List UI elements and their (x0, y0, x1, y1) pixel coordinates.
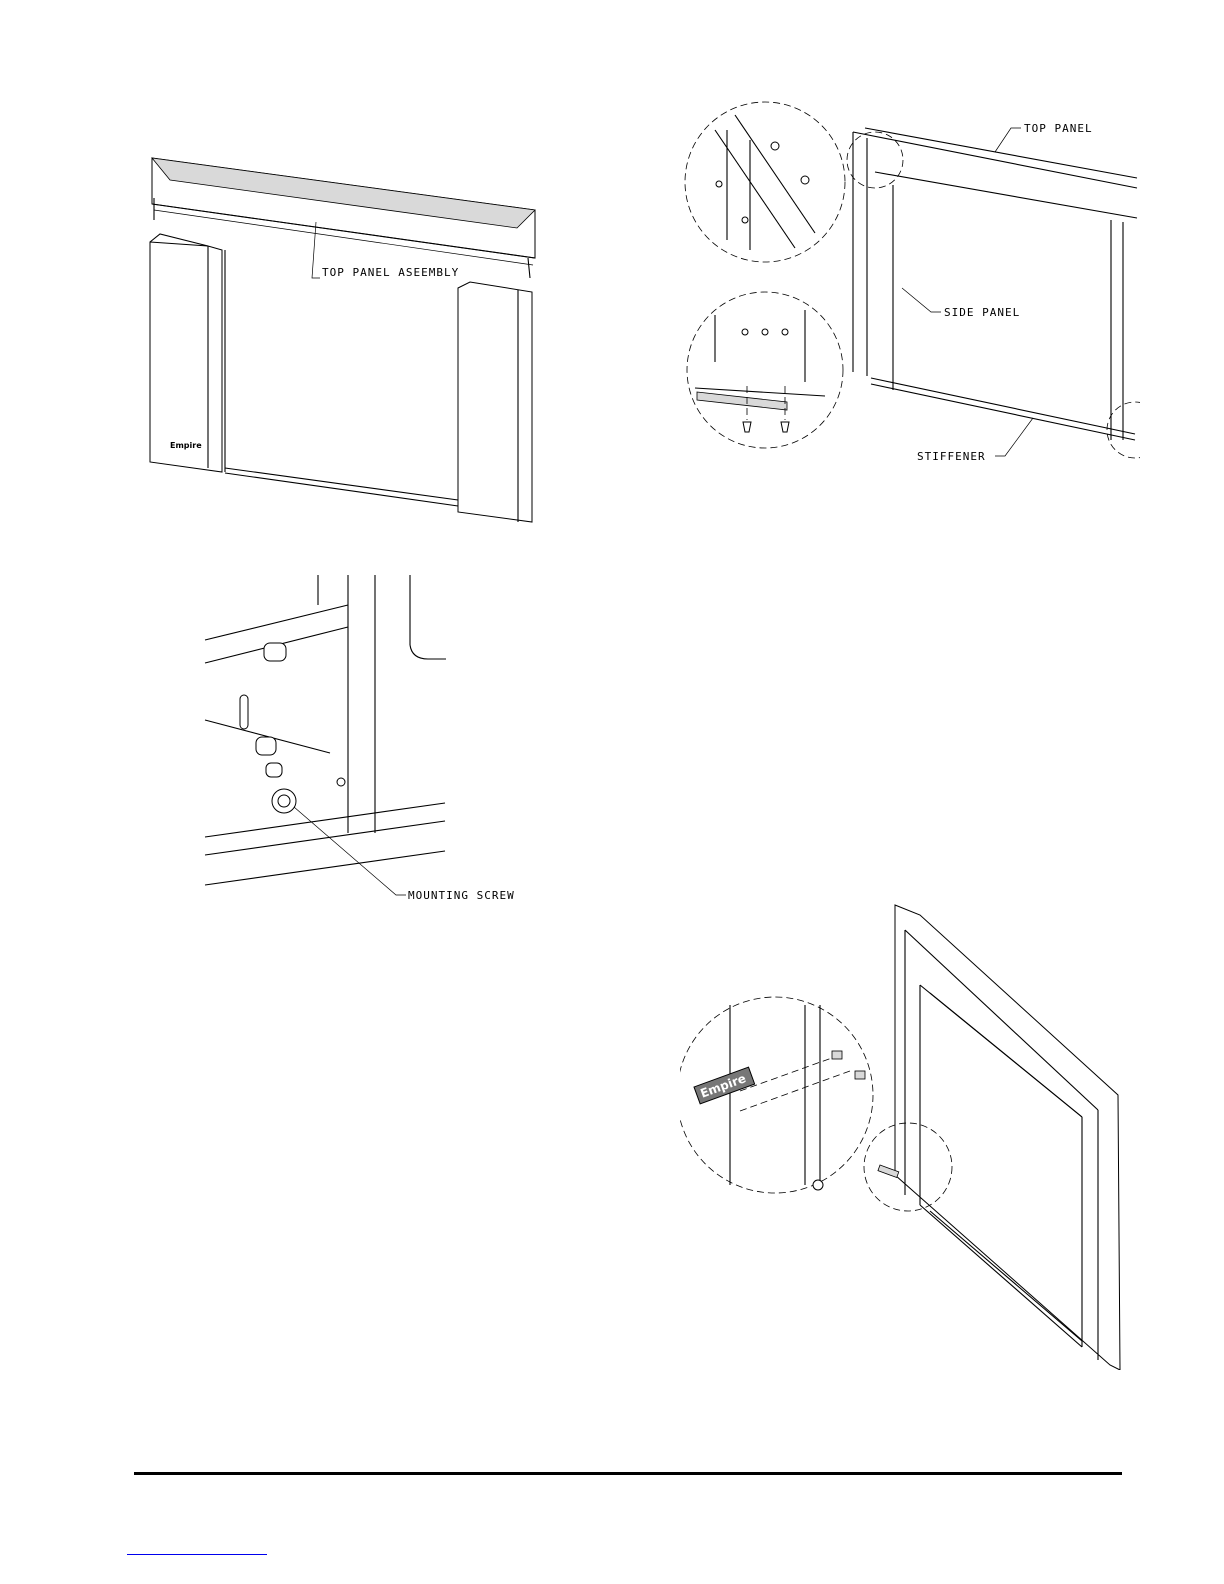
footer-rule (134, 1472, 1122, 1475)
figure-logo-detail: Empire (680, 895, 1140, 1370)
left-panel-logo: Empire (170, 441, 202, 450)
top-panel-assembly-label: TOP PANEL ASEEMBLY (322, 266, 459, 279)
mounting-screw-drawing: MOUNTING SCREW (200, 575, 540, 905)
figure-frame-parts: TOP PANEL SIDE PANEL STIFFENER (675, 100, 1140, 470)
top-panel-label: TOP PANEL (1024, 122, 1093, 135)
logo-detail-drawing: Empire (680, 895, 1140, 1370)
frame-parts-drawing: TOP PANEL SIDE PANEL STIFFENER (675, 100, 1140, 470)
figure-mounting-screw: MOUNTING SCREW (200, 575, 540, 905)
side-panel-label: SIDE PANEL (944, 306, 1020, 319)
footer-link-underline (127, 1554, 267, 1555)
mounting-screw-label: MOUNTING SCREW (408, 889, 515, 902)
stiffener-label: STIFFENER (917, 450, 986, 463)
figure-top-panel-assembly: Empire TOP PANEL ASEEMBLY (140, 150, 550, 530)
top-panel-assembly-drawing: Empire TOP PANEL ASEEMBLY (140, 150, 550, 530)
logo-plate-text: Empire (698, 1071, 747, 1100)
